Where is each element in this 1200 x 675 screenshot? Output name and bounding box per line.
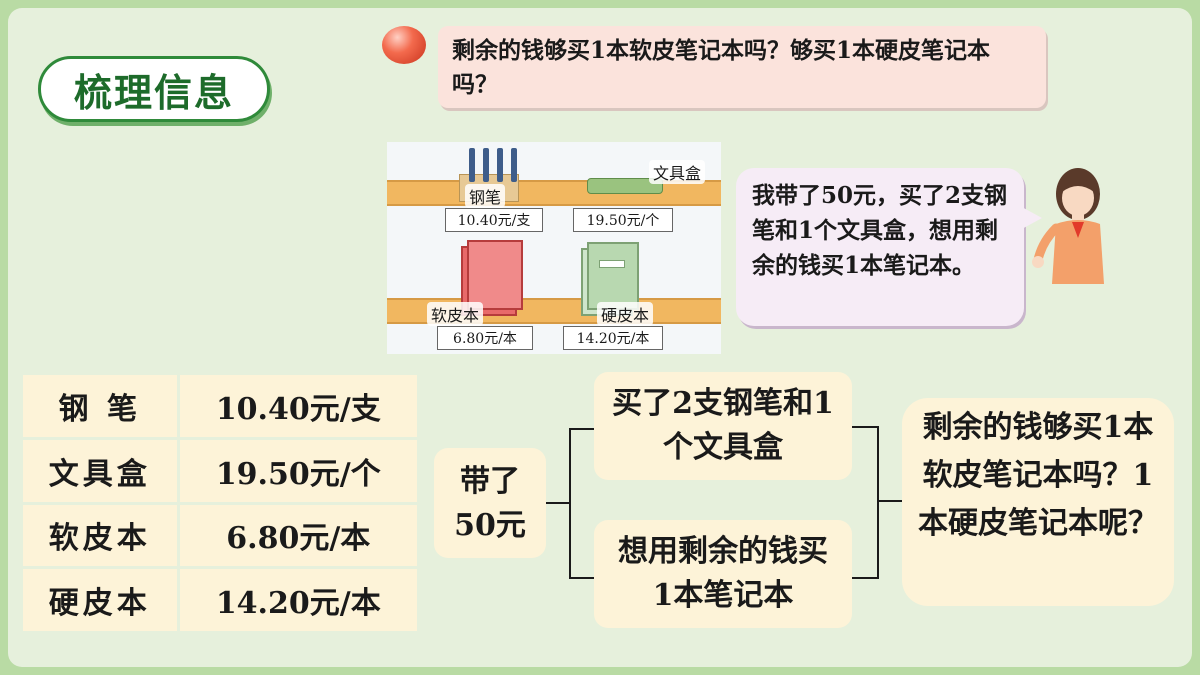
- girl-character-icon: [1032, 168, 1104, 284]
- soft-notebook-label: 软皮本: [427, 302, 484, 326]
- connector-line: [852, 426, 878, 428]
- item-price-cell: 19.50元/个: [179, 439, 417, 502]
- connector-line: [569, 577, 595, 579]
- speech-bubble: 我带了50元，买了2支钢笔和1个文具盒，想用剩余的钱买1本笔记本。: [736, 168, 1024, 326]
- price-table: 钢 笔 10.40元/支 文具盒 19.50元/个 软皮本 6.80元/本 硬皮…: [20, 372, 420, 634]
- case-price-tag: 19.50元/个: [573, 208, 673, 232]
- item-name-cell: 硬皮本: [23, 569, 177, 631]
- soft-notebook-icon: [467, 240, 523, 310]
- flow-result-box: 剩余的钱够买1本软皮笔记本吗？1本硬皮笔记本呢？: [902, 398, 1174, 606]
- red-ball-icon: [382, 26, 426, 64]
- table-row: 文具盒 19.50元/个: [23, 439, 417, 502]
- table-row: 钢 笔 10.40元/支: [23, 375, 417, 437]
- item-name-cell: 软皮本: [23, 504, 177, 567]
- connector-line: [877, 426, 879, 579]
- connector-line: [569, 428, 571, 578]
- pen-price-tag: 10.40元/支: [445, 208, 543, 232]
- item-name-cell: 文具盒: [23, 439, 177, 502]
- pen-icon: [469, 148, 475, 182]
- flow-upper-box: 买了2支钢笔和1个文具盒: [594, 372, 852, 480]
- pen-icon: [511, 148, 517, 182]
- hard-notebook-price-tag: 14.20元/本: [563, 326, 663, 350]
- stationery-shelf-illustration: 钢笔 10.40元/支 文具盒 19.50元/个 软皮本 6.80元/本 硬皮本…: [387, 142, 721, 354]
- table-row: 硬皮本 14.20元/本: [23, 569, 417, 631]
- connector-line: [852, 577, 878, 579]
- item-price-cell: 14.20元/本: [179, 569, 417, 631]
- item-price-cell: 6.80元/本: [179, 504, 417, 567]
- connector-line: [546, 502, 570, 504]
- flow-lower-box: 想用剩余的钱买1本笔记本: [594, 520, 852, 628]
- hard-notebook-label: 硬皮本: [597, 302, 654, 326]
- pen-icon: [497, 148, 503, 182]
- flow-start-box: 带了50元: [434, 448, 546, 558]
- soft-notebook-price-tag: 6.80元/本: [437, 326, 533, 350]
- case-label: 文具盒: [649, 160, 706, 184]
- connector-line: [569, 428, 595, 430]
- speech-bubble-tail: [1020, 206, 1042, 230]
- item-price-cell: 10.40元/支: [179, 375, 417, 437]
- shelf-plank-top: [387, 180, 721, 206]
- connector-line: [877, 500, 903, 502]
- pencil-case-icon: [587, 178, 663, 194]
- item-name-cell: 钢 笔: [23, 375, 177, 437]
- section-title: 梳理信息: [38, 56, 270, 122]
- pen-label: 钢笔: [465, 184, 506, 208]
- pen-icon: [483, 148, 489, 182]
- question-banner: 剩余的钱够买1本软皮笔记本吗？够买1本硬皮笔记本吗？: [438, 26, 1046, 108]
- table-row: 软皮本 6.80元/本: [23, 504, 417, 567]
- hard-notebook-icon: [587, 242, 639, 310]
